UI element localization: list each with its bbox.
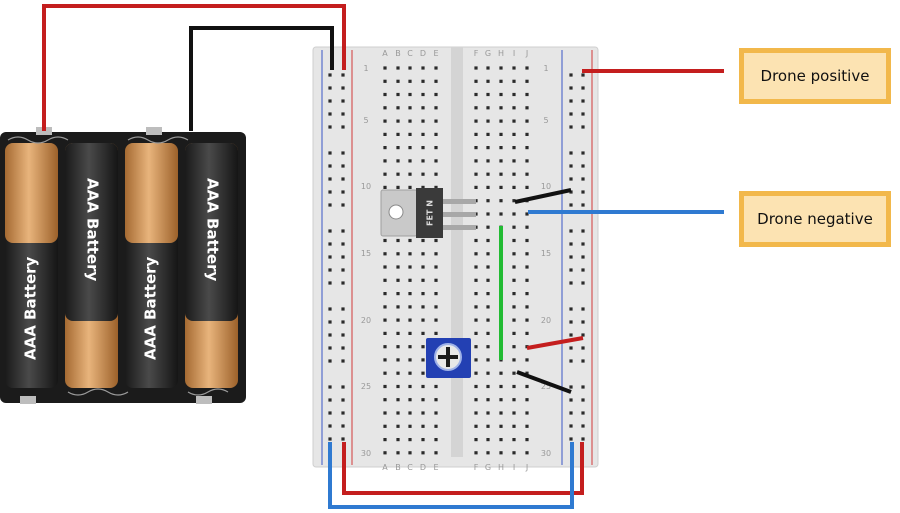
battery-cell-label: AAA Battery: [142, 256, 160, 360]
row-number: 25: [541, 382, 551, 391]
row-number: 15: [361, 249, 371, 258]
drone-negative-callout: Drone negative: [739, 191, 891, 247]
col-letter: B: [395, 49, 401, 58]
col-letter: B: [395, 463, 401, 472]
transistor-marking: FET N: [426, 200, 435, 226]
battery-cell: [125, 143, 178, 388]
row-number: 5: [543, 116, 548, 125]
wire-bottom-red-jumper: [342, 442, 584, 495]
col-letter: I: [513, 463, 515, 472]
drone-positive-label: Drone positive: [760, 67, 870, 85]
row-number: 25: [361, 382, 371, 391]
wire-red-jumper: [526, 336, 584, 350]
col-letter: I: [513, 49, 515, 58]
col-letter: F: [474, 463, 479, 472]
wires: [42, 4, 724, 509]
row-number: 1: [543, 64, 548, 73]
potentiometer: [426, 338, 471, 378]
battery-cell-label: AAA Battery: [22, 256, 40, 360]
battery-cell: [185, 143, 238, 388]
col-letter: J: [525, 49, 528, 58]
battery-cell-label: AAA Battery: [84, 178, 102, 282]
drone-positive-callout: Drone positive: [739, 48, 891, 104]
col-letter: E: [433, 49, 438, 58]
battery-cell-label: AAA Battery: [204, 178, 222, 282]
col-letter: D: [420, 463, 426, 472]
col-letter: A: [382, 49, 388, 58]
col-letter: J: [525, 463, 528, 472]
col-letter: H: [498, 463, 504, 472]
wire-battery-positive: [42, 4, 346, 131]
row-number: 5: [363, 116, 368, 125]
col-letter: G: [485, 463, 491, 472]
col-letter: C: [407, 49, 413, 58]
row-number: 30: [541, 449, 551, 458]
breadboard: [312, 46, 599, 468]
wire-black-jumper-bottom: [516, 370, 572, 394]
row-number: 10: [361, 182, 371, 191]
column-letters-top: A B C D E F G H I J: [382, 49, 528, 58]
col-letter: C: [407, 463, 413, 472]
wire-black-jumper-top: [514, 188, 572, 204]
col-letter: F: [474, 49, 479, 58]
row-numbers-left: 1 5 10 15 20 25 30: [361, 64, 371, 458]
column-letters-bottom: A B C D E F G H I J: [382, 463, 528, 472]
battery-cell: [65, 143, 118, 388]
col-letter: D: [420, 49, 426, 58]
col-letter: G: [485, 49, 491, 58]
col-letter: E: [433, 463, 438, 472]
battery-cell: [5, 143, 58, 388]
row-number: 20: [361, 316, 371, 325]
battery-pack: AAA Battery AAA Battery AAA Battery AAA …: [0, 127, 246, 404]
row-number: 20: [541, 316, 551, 325]
mosfet-transistor: FET N: [380, 188, 476, 238]
row-numbers-right: 1 5 10 15 20 25 30: [541, 64, 551, 458]
col-letter: H: [498, 49, 504, 58]
drone-negative-label: Drone negative: [757, 210, 873, 228]
row-number: 15: [541, 249, 551, 258]
row-number: 1: [363, 64, 368, 73]
wire-bottom-blue-jumper: [328, 442, 574, 509]
row-number: 30: [361, 449, 371, 458]
wire-battery-negative: [189, 26, 334, 131]
row-number: 10: [541, 182, 551, 191]
col-letter: A: [382, 463, 388, 472]
